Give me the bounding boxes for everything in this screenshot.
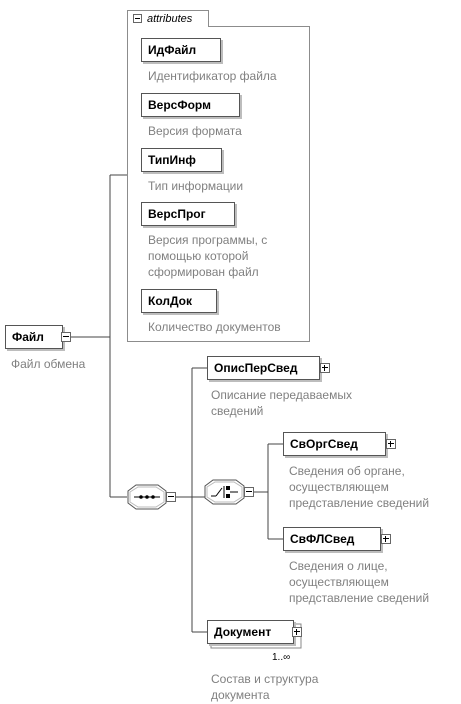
expand-icon[interactable] (320, 363, 330, 373)
element-svflsved-label: СвФЛСвед (290, 532, 355, 546)
dokument-desc-1: Состав и структура (211, 672, 319, 686)
attr-koldok-desc: Количество документов (148, 320, 281, 334)
attr-versform[interactable]: ВерсФорм (141, 93, 240, 117)
attr-koldok[interactable]: КолДок (141, 289, 217, 313)
svorg-desc-1: Сведения об органе, (289, 464, 405, 478)
attributes-tab[interactable]: attributes (127, 10, 209, 27)
element-dokument-label: Документ (214, 625, 272, 639)
svfl-desc-2: осуществляющем (289, 575, 389, 589)
sequence-collapse-icon[interactable] (166, 492, 176, 502)
element-opispersved[interactable]: ОписПерСвед (207, 356, 320, 380)
attr-idfail[interactable]: ИдФайл (141, 38, 221, 62)
svfl-desc-3: представление сведений (289, 591, 430, 605)
element-svflsved[interactable]: СвФЛСвед (283, 527, 381, 551)
opis-desc-2: сведений (211, 404, 264, 418)
attr-tipinf[interactable]: ТипИнф (141, 148, 222, 172)
root-element-label: Файл (12, 330, 44, 344)
expand-icon[interactable] (292, 627, 302, 637)
expand-icon[interactable] (381, 534, 391, 544)
attributes-title: attributes (147, 13, 193, 25)
svorg-desc-2: осуществляющем (289, 480, 389, 494)
element-opispersved-label: ОписПерСвед (214, 361, 298, 375)
attr-tipinf-desc: Тип информации (148, 179, 244, 193)
opis-desc-1: Описание передаваемых (211, 388, 352, 402)
attr-versprog-desc-1: Версия программы, с (148, 233, 268, 247)
occurrence-label: 1..∞ (272, 652, 291, 663)
svorg-desc-3: представление сведений (289, 496, 430, 510)
attr-versprog-desc-2: помощью которой (148, 249, 249, 263)
root-element-fail[interactable]: Файл (5, 325, 63, 349)
collapse-icon[interactable] (133, 14, 142, 23)
element-svorgsved[interactable]: СвОргСвед (283, 432, 386, 456)
expand-icon[interactable] (386, 439, 396, 449)
svfl-desc-1: Сведения о лице, (289, 559, 388, 573)
choice-collapse-icon[interactable] (244, 487, 254, 497)
attr-versprog[interactable]: ВерсПрог (141, 202, 235, 226)
dokument-desc-2: документа (211, 688, 270, 702)
attr-versprog-desc-3: сформирован файл (148, 265, 259, 279)
element-dokument[interactable]: Документ (207, 620, 294, 644)
attr-versform-desc: Версия формата (148, 124, 242, 138)
attr-idfail-desc: Идентификатор файла (148, 69, 277, 83)
element-svorgsved-label: СвОргСвед (290, 437, 358, 451)
root-desc: Файл обмена (11, 357, 86, 371)
root-collapse-icon[interactable] (61, 332, 71, 342)
